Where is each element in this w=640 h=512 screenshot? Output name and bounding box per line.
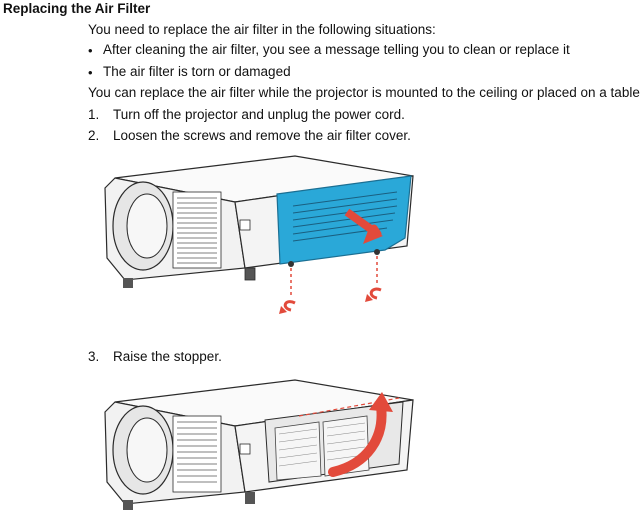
step-number: 3. [88,349,100,364]
step-text: Loosen the screws and remove the air fil… [113,128,411,143]
note-text: You can replace the air filter while the… [88,85,640,100]
intro-text: You need to replace the air filter in th… [88,22,436,37]
bullet-marker: • [88,43,93,58]
page-title: Replacing the Air Filter [3,1,151,16]
bullet-item: After cleaning the air filter, you see a… [103,42,570,57]
projector-illustration-cover [104,155,414,314]
bullet-marker: • [88,65,93,80]
step-text: Raise the stopper. [113,349,222,364]
step-number: 2. [88,128,100,143]
step-number: 1. [88,107,100,122]
projector-illustration-stopper [104,379,414,510]
step-text: Turn off the projector and unplug the po… [113,107,405,122]
bullet-item: The air filter is torn or damaged [103,64,291,79]
